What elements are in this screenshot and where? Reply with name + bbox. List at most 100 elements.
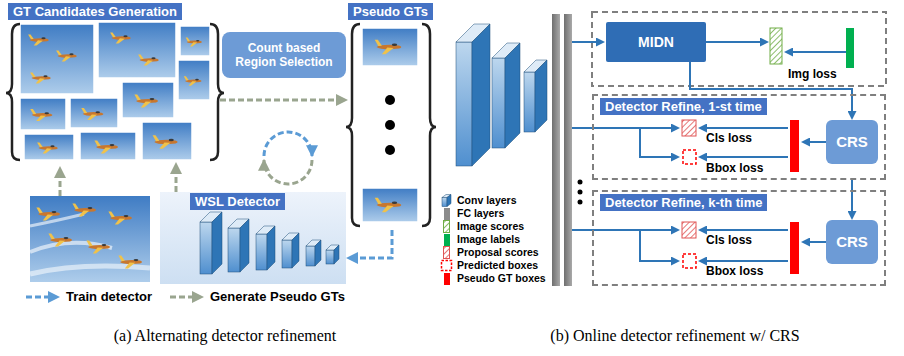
process-box: MIDN	[606, 22, 706, 62]
input-image	[86, 241, 110, 254]
flow-arrows	[640, 230, 671, 261]
fc-layer-bars	[564, 14, 572, 286]
heading-band: Pseudo GTs	[348, 3, 433, 20]
legend-sample	[440, 259, 453, 272]
curly-brace	[422, 24, 436, 226]
fc-layer-bars	[552, 14, 560, 286]
process-box: Count based Region Selection	[222, 32, 346, 78]
legend-item: Image scores	[440, 220, 524, 233]
box-label: MIDN	[638, 34, 674, 51]
flow-arrows	[572, 42, 846, 261]
proposal-scores	[682, 120, 696, 136]
airplane	[153, 135, 178, 149]
legend-item: FC layers	[440, 207, 504, 220]
crop-image	[122, 82, 174, 118]
legend-cube	[442, 195, 451, 207]
ellipsis-dots	[578, 180, 583, 205]
heading-band: GT Candidates Generation	[8, 3, 182, 20]
loss-label: Img loss	[788, 67, 837, 81]
airplane	[30, 109, 52, 121]
heading-band: Detector Refine, k-th time	[600, 194, 767, 211]
legend-sample-box	[440, 194, 453, 207]
conv-layer-cubes	[292, 233, 299, 268]
legend-sample-box	[440, 220, 453, 233]
legend-sample-box	[440, 233, 453, 246]
conv-layer-cubes	[256, 234, 267, 270]
input-image	[118, 256, 142, 269]
legend-hatch	[444, 247, 450, 259]
flow-arrows	[810, 241, 826, 243]
conv-layer-cubes	[315, 240, 321, 266]
airplane	[134, 95, 158, 108]
cycle-arrows	[264, 132, 312, 184]
conv-layer-cubes	[334, 245, 339, 264]
legend-sample-box	[168, 290, 206, 304]
connector-arrow	[851, 180, 853, 211]
legend-item: Conv layers	[440, 194, 517, 207]
legend-item: Generate Pseudo GTs	[168, 290, 345, 304]
candidate-crops	[20, 22, 210, 160]
legend-arrow	[26, 296, 48, 299]
connector-arrow	[220, 99, 336, 102]
legend-sample-box	[440, 207, 453, 220]
flow-arrows	[707, 260, 788, 262]
pseudo-gt-bar	[790, 120, 799, 172]
group-region: Pseudo GTs	[348, 2, 437, 230]
flow-arrows	[793, 51, 846, 53]
legend-text: Conv layers	[457, 194, 517, 207]
legend-sample	[440, 194, 453, 207]
curly-brace	[346, 24, 360, 226]
heading-band: WSL Detector	[190, 193, 285, 210]
airplane	[28, 32, 202, 153]
generate-arrow	[59, 178, 62, 196]
legend-item: Proposal scores	[440, 246, 539, 259]
flow-arrows	[707, 156, 788, 158]
input-image	[30, 214, 84, 226]
fc-layer-bars	[552, 14, 572, 286]
conv-layer-cubes	[228, 228, 240, 272]
crop-image	[24, 134, 74, 160]
image-scores	[770, 28, 782, 64]
input-image	[48, 234, 72, 247]
legend-text: Train detector	[66, 290, 152, 304]
legend-sample	[440, 246, 453, 259]
legend-swatch	[444, 273, 450, 285]
group-region: GT Candidates Generation	[8, 2, 220, 162]
conv-layer-cubes	[282, 240, 292, 268]
crop-image	[178, 60, 210, 100]
airplane	[37, 142, 58, 153]
legend-item: Image labels	[440, 233, 520, 246]
flow-arrows	[572, 229, 671, 231]
crop-image	[98, 22, 176, 78]
legend-text: Predicted boxes	[457, 259, 538, 272]
airplane	[81, 108, 103, 120]
box-label: CRS	[836, 233, 868, 251]
conv-layer-cubes	[492, 58, 505, 148]
legend-arrow	[170, 296, 192, 299]
conv-layer-cubes	[240, 219, 249, 272]
ellipsis-dots	[578, 200, 583, 205]
proposal-scores	[682, 222, 696, 238]
ellipsis-dots	[578, 190, 583, 195]
crop-image	[70, 98, 118, 128]
conv-layer-cubes	[212, 212, 222, 274]
pseudo-gt-crops	[362, 28, 418, 222]
subfigure-caption: (b) Online detector refinement w/ CRS	[450, 326, 900, 345]
legend-sample-box	[440, 272, 453, 285]
conv-layer-cubes	[200, 212, 339, 274]
heading-band: Detector Refine, 1-st time	[600, 98, 767, 115]
curly-brace	[6, 24, 436, 226]
legend-text: FC layers	[457, 207, 504, 220]
detector-panel	[160, 192, 346, 284]
box-label: CRS	[836, 133, 868, 151]
legend-text: Generate Pseudo GTs	[210, 290, 345, 304]
flow-arrows	[810, 141, 826, 143]
flow-arrows	[640, 128, 671, 157]
box-label: Count based Region Selection	[228, 41, 340, 70]
conv-layer-cubes	[306, 246, 315, 266]
legend-sample	[168, 290, 206, 304]
midn-stage-frame	[592, 12, 886, 86]
subfigure-caption: (a) Alternating detector refinement	[20, 326, 430, 345]
airplane	[30, 72, 51, 83]
